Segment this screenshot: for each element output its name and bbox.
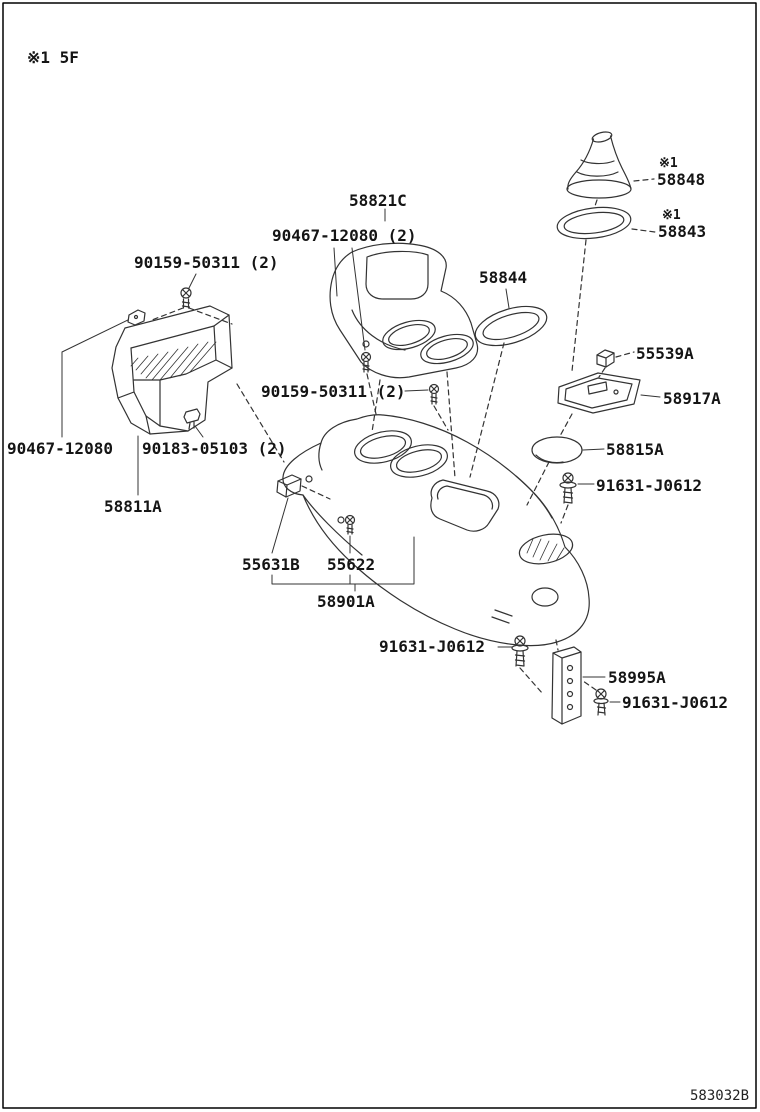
clip-55539A-part [596,349,635,378]
label-55539A: 55539A [636,344,694,363]
label-58848: 58848 [657,170,706,189]
label-ref-58843: ※1 [662,208,681,223]
label-90183-05103: 90183-05103 (2) [142,439,287,458]
label-90159-50311-top: 90159-50311 (2) [134,253,279,272]
panel-screw-part [360,351,377,415]
boot-ring-part [556,206,656,372]
mid-screw-part [404,383,449,431]
label-91631-J0612-lower: 91631-J0612 [379,637,485,656]
bolt-right-part [559,472,595,524]
rear-bracket-part [551,639,606,725]
label-90467-12080: 90467-12080 [7,439,113,458]
label-55631B: 55631B [242,555,300,574]
shift-boot-part [566,131,655,207]
top-screw-part [151,273,233,325]
oval-garnish-part [469,288,548,478]
diagram-code: 583032B [690,1088,750,1104]
label-58815A: 58815A [606,440,664,459]
rear-tray-part [557,372,661,437]
label-58844: 58844 [479,268,528,287]
clip-55631B-part [271,474,331,554]
note-top-left: ※1 5F [27,48,79,67]
label-90159-50311-mid: 90159-50311 (2) [261,382,406,401]
clip-90183-part [183,408,204,438]
label-58995A: 58995A [608,668,666,687]
hole-cover-part [526,436,605,506]
label-58821C: 58821C [349,191,407,210]
label-58811A: 58811A [104,497,162,516]
screw-55622-part [344,514,356,554]
label-91631-J0612-bracket: 91631-J0612 [622,693,728,712]
label-90467-12080-2: 90467-12080 (2) [272,226,417,245]
label-58917A: 58917A [663,389,721,408]
label-91631-J0612-right: 91631-J0612 [596,476,702,495]
label-58901A: 58901A [317,592,375,611]
console-box-part [271,371,590,647]
upper-panel-part [329,208,479,379]
label-58843: 58843 [658,222,707,241]
label-55622: 55622 [327,555,376,574]
bolt-bracket-part [582,680,621,716]
bolt-lower-part [497,635,544,695]
label-ref-58848: ※1 [659,156,678,171]
side-panel-part [61,305,285,496]
